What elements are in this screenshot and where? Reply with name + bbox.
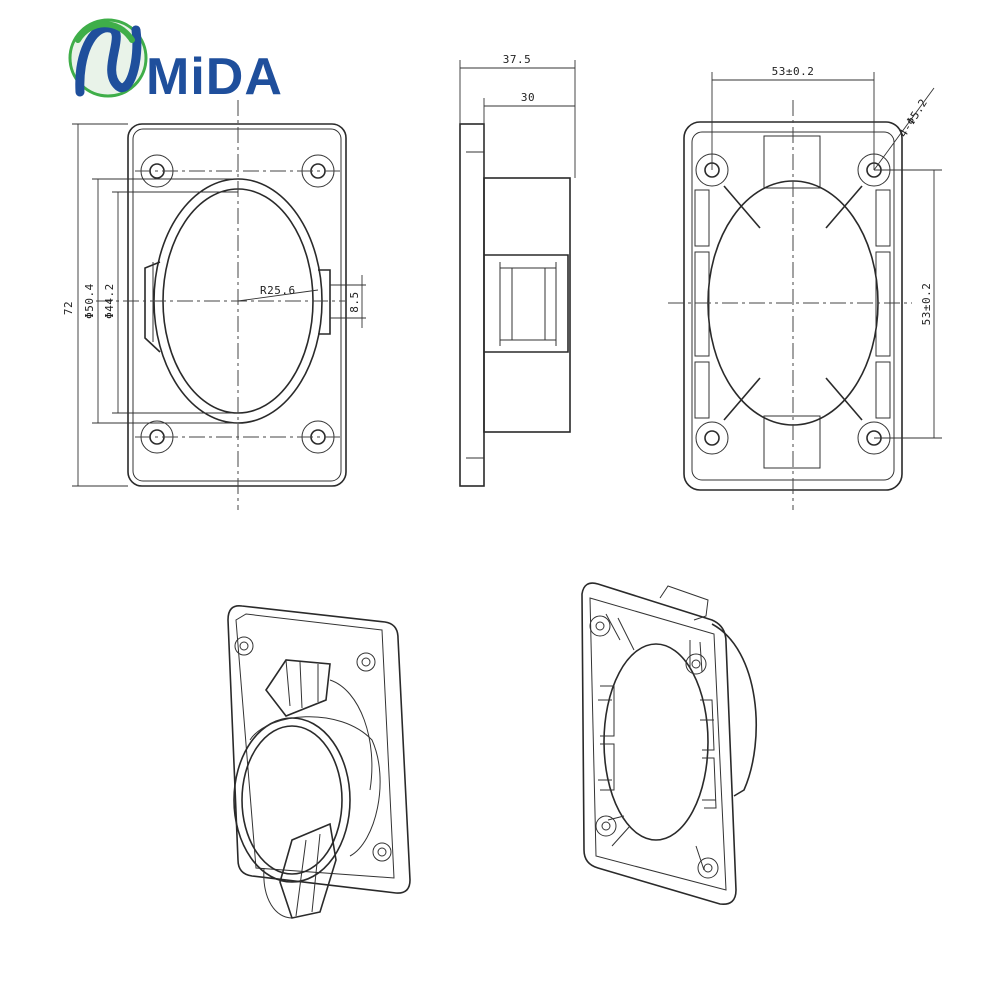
- slot-width-label: 8.5: [348, 291, 361, 312]
- back-rib-grid: [694, 135, 891, 469]
- side-flange: [459, 123, 485, 487]
- iso-front-barrel-rim: [233, 717, 351, 883]
- side-view: 37.5 30: [459, 53, 576, 487]
- total-depth-label: 37.5: [503, 53, 532, 66]
- iso-back-view: [581, 582, 757, 906]
- side-latch: [484, 254, 569, 353]
- height-dimension-label: 72: [62, 301, 75, 315]
- hole-callout-label: 4-Φ5.2: [897, 96, 931, 139]
- outer-diameter-label: Φ50.4: [83, 283, 96, 319]
- iso-front-latch: [265, 659, 331, 717]
- hole-spacing-horizontal-label: 53±0.2: [772, 65, 815, 78]
- front-flange-inner-edge: [132, 128, 342, 482]
- back-view: 53±0.2 53±0.2 4-Φ5.2: [668, 65, 942, 510]
- mida-logo: MiDA: [68, 18, 283, 106]
- iso-back-flange: [581, 582, 737, 906]
- side-body: [483, 177, 571, 433]
- iso-back-barrel: [711, 623, 757, 797]
- hole-spacing-vertical-label: 53±0.2: [920, 283, 933, 326]
- n-swirl-logo-icon: [68, 18, 148, 98]
- radius-label: R25.6: [260, 284, 296, 297]
- front-view: 72 Φ50.4 Φ44.2 R25.6 8.5: [62, 100, 366, 510]
- front-flange-outline: [127, 123, 347, 487]
- inner-diameter-label: Φ44.2: [103, 283, 116, 319]
- brand-name: MiDA: [146, 48, 283, 106]
- socket-key-slot: [318, 269, 331, 335]
- iso-back-opening: [603, 643, 709, 841]
- body-depth-label: 30: [521, 91, 535, 104]
- iso-front-flange: [227, 604, 411, 894]
- iso-front-view: [227, 604, 411, 919]
